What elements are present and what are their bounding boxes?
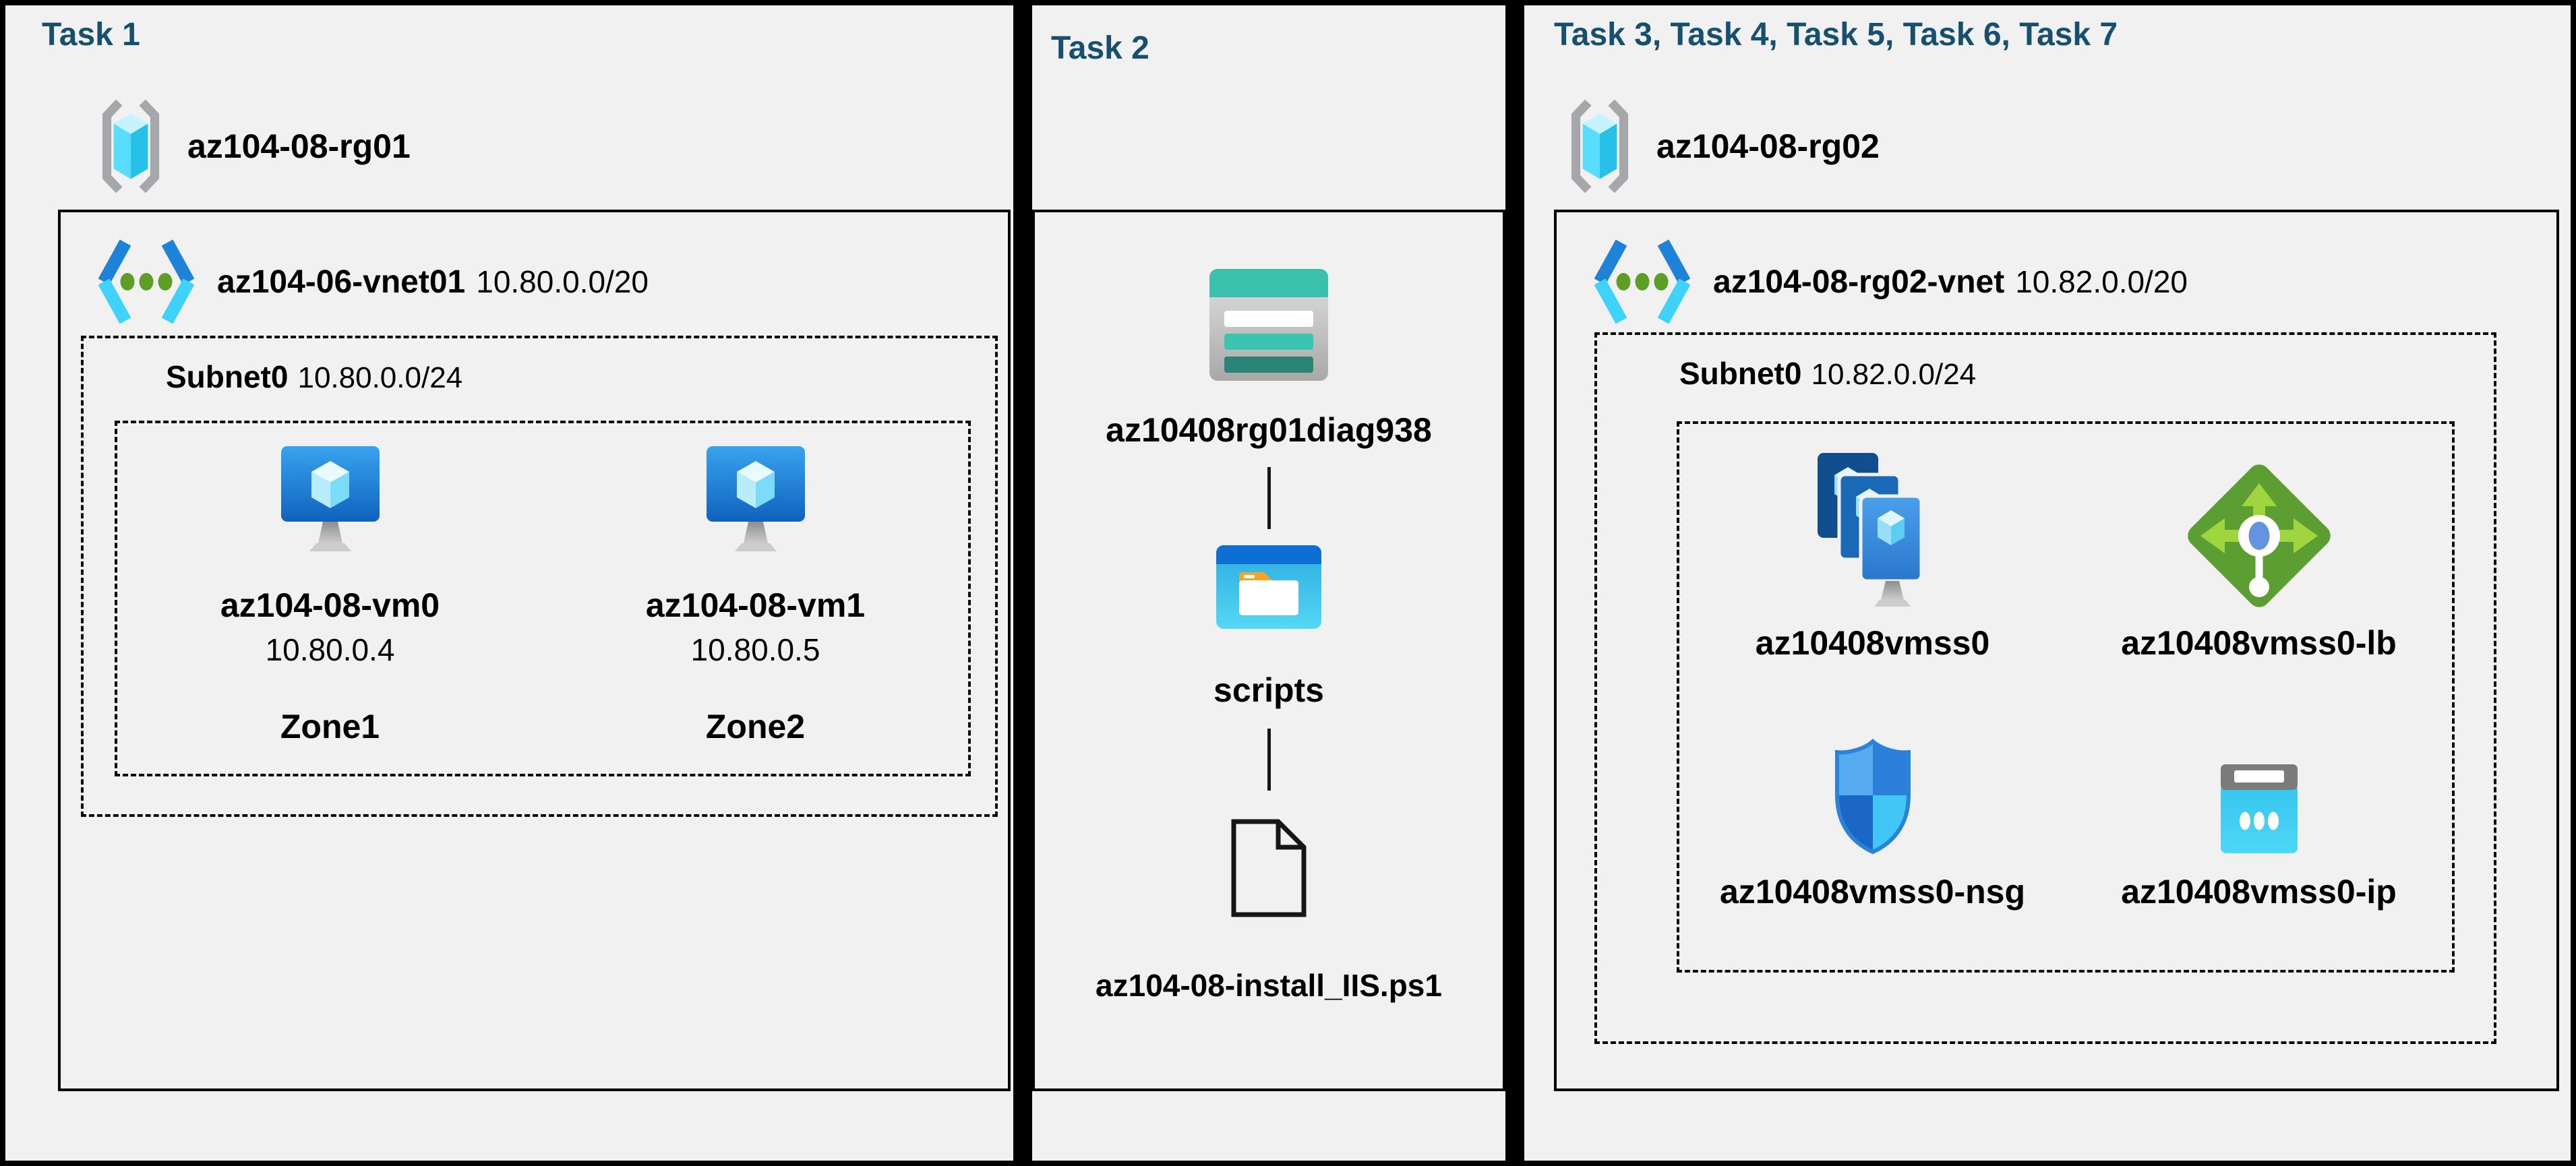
storage-account-name: az10408rg01diag938: [1106, 411, 1432, 449]
resource-group-icon: [1571, 99, 1629, 193]
vnet-label: az104-06-vnet01 10.80.0.0/20: [217, 264, 649, 301]
vnet-label: az104-08-rg02-vnet 10.82.0.0/20: [1713, 264, 2188, 301]
zone-box: az104-08-vm0 10.80.0.4 Zone1: [115, 421, 971, 776]
resource-item: az10408vmss0: [1679, 424, 2066, 697]
vnet-row: az104-06-vnet01 10.80.0.0/20: [96, 235, 649, 328]
vnet-cidr: 10.80.0.0/20: [476, 264, 649, 299]
vnet-box: az104-08-rg02-vnet 10.82.0.0/20 Subnet0 10…: [1554, 210, 2559, 1091]
file-name: az104-08-install_IIS.ps1: [1096, 968, 1442, 1003]
subnet-cidr: 10.82.0.0/24: [1811, 358, 1977, 391]
load-balancer-icon: [2187, 464, 2331, 607]
virtual-network-icon: [1594, 239, 1691, 324]
storage-account-icon: [1209, 269, 1328, 381]
resource-group-name: az104-08-rg01: [187, 127, 411, 165]
vm-ip: 10.80.0.4: [265, 632, 395, 667]
vm-ip: 10.80.0.5: [690, 632, 820, 667]
folder-name: scripts: [1214, 671, 1324, 709]
connector-line: [1267, 467, 1271, 529]
vm-zone: Zone2: [705, 708, 806, 745]
vnet-row: az104-08-rg02-vnet 10.82.0.0/20: [1592, 235, 2188, 328]
resource-group-row: az104-08-rg01: [97, 97, 411, 195]
subnet-name: Subnet0: [1679, 356, 1802, 391]
task2-box: az10408rg01diag938 scripts az104-08-inst…: [1032, 210, 1505, 1091]
icon-slot: [1816, 450, 1930, 607]
task1-title: Task 1: [42, 17, 140, 53]
virtual-network-icon: [98, 239, 195, 324]
vm-zone: Zone1: [280, 708, 380, 745]
virtual-machine-icon: [706, 446, 805, 551]
public-ip-icon: [2220, 764, 2298, 853]
task3-7-title: Task 3, Task 4, Task 5, Task 6, Task 7: [1554, 17, 2118, 53]
resource-name: az10408vmss0-ip: [2121, 873, 2397, 911]
subnet-label: Subnet0 10.82.0.0/24: [1679, 355, 1976, 392]
resource-group-name: az104-08-rg02: [1656, 127, 1880, 165]
resource-item: az10408vmss0-ip: [2066, 697, 2452, 970]
resource-group-icon: [102, 99, 160, 193]
panel-task2: Task 2 az10408rg01diag938: [1032, 5, 1505, 1161]
icon-slot: [2218, 737, 2300, 856]
vm-item: az104-08-vm0 10.80.0.4 Zone1: [117, 423, 543, 774]
subnet-name: Subnet0: [166, 359, 289, 394]
vnet-name: az104-08-rg02-vnet: [1713, 264, 2005, 300]
vm-name: az104-08-vm1: [645, 586, 866, 624]
folder-icon: [1216, 545, 1321, 629]
file-icon: [1231, 819, 1307, 917]
subnet-box: Subnet0 10.82.0.0/24: [1594, 332, 2496, 1044]
resource-group-row: az104-08-rg02: [1566, 97, 1880, 195]
resource-name: az10408vmss0-lb: [2121, 624, 2397, 662]
connector-line: [1267, 729, 1271, 791]
task2-column: az10408rg01diag938 scripts az104-08-inst…: [1035, 212, 1503, 1004]
resources-grid: az10408vmss0: [1679, 424, 2452, 970]
virtual-machine-icon: [280, 446, 380, 551]
network-security-group-icon: [1834, 738, 1911, 855]
icon-slot: [1827, 737, 1919, 856]
vm-scale-set-icon: [1817, 453, 1923, 607]
resources-box: az10408vmss0: [1677, 421, 2455, 973]
panel-task1: Task 1 az104-08-rg01: [5, 5, 1013, 1161]
task2-title: Task 2: [1051, 30, 1149, 66]
vm-name: az104-08-vm0: [220, 586, 440, 624]
resource-name: az10408vmss0: [1755, 624, 1990, 662]
resource-item: az10408vmss0-nsg: [1679, 697, 2066, 970]
vnet-cidr: 10.82.0.0/20: [2015, 264, 2188, 299]
panel-task3-7: Task 3, Task 4, Task 5, Task 6, Task 7 a…: [1524, 5, 2571, 1161]
icon-slot: [2182, 450, 2337, 607]
subnet-cidr: 10.80.0.0/24: [297, 361, 463, 394]
resource-name: az10408vmss0-nsg: [1719, 873, 2026, 911]
vnet-name: az104-06-vnet01: [217, 264, 466, 300]
vm-item: az104-08-vm1 10.80.0.5 Zone2: [543, 423, 968, 774]
resource-item: az10408vmss0-lb: [2066, 424, 2452, 697]
